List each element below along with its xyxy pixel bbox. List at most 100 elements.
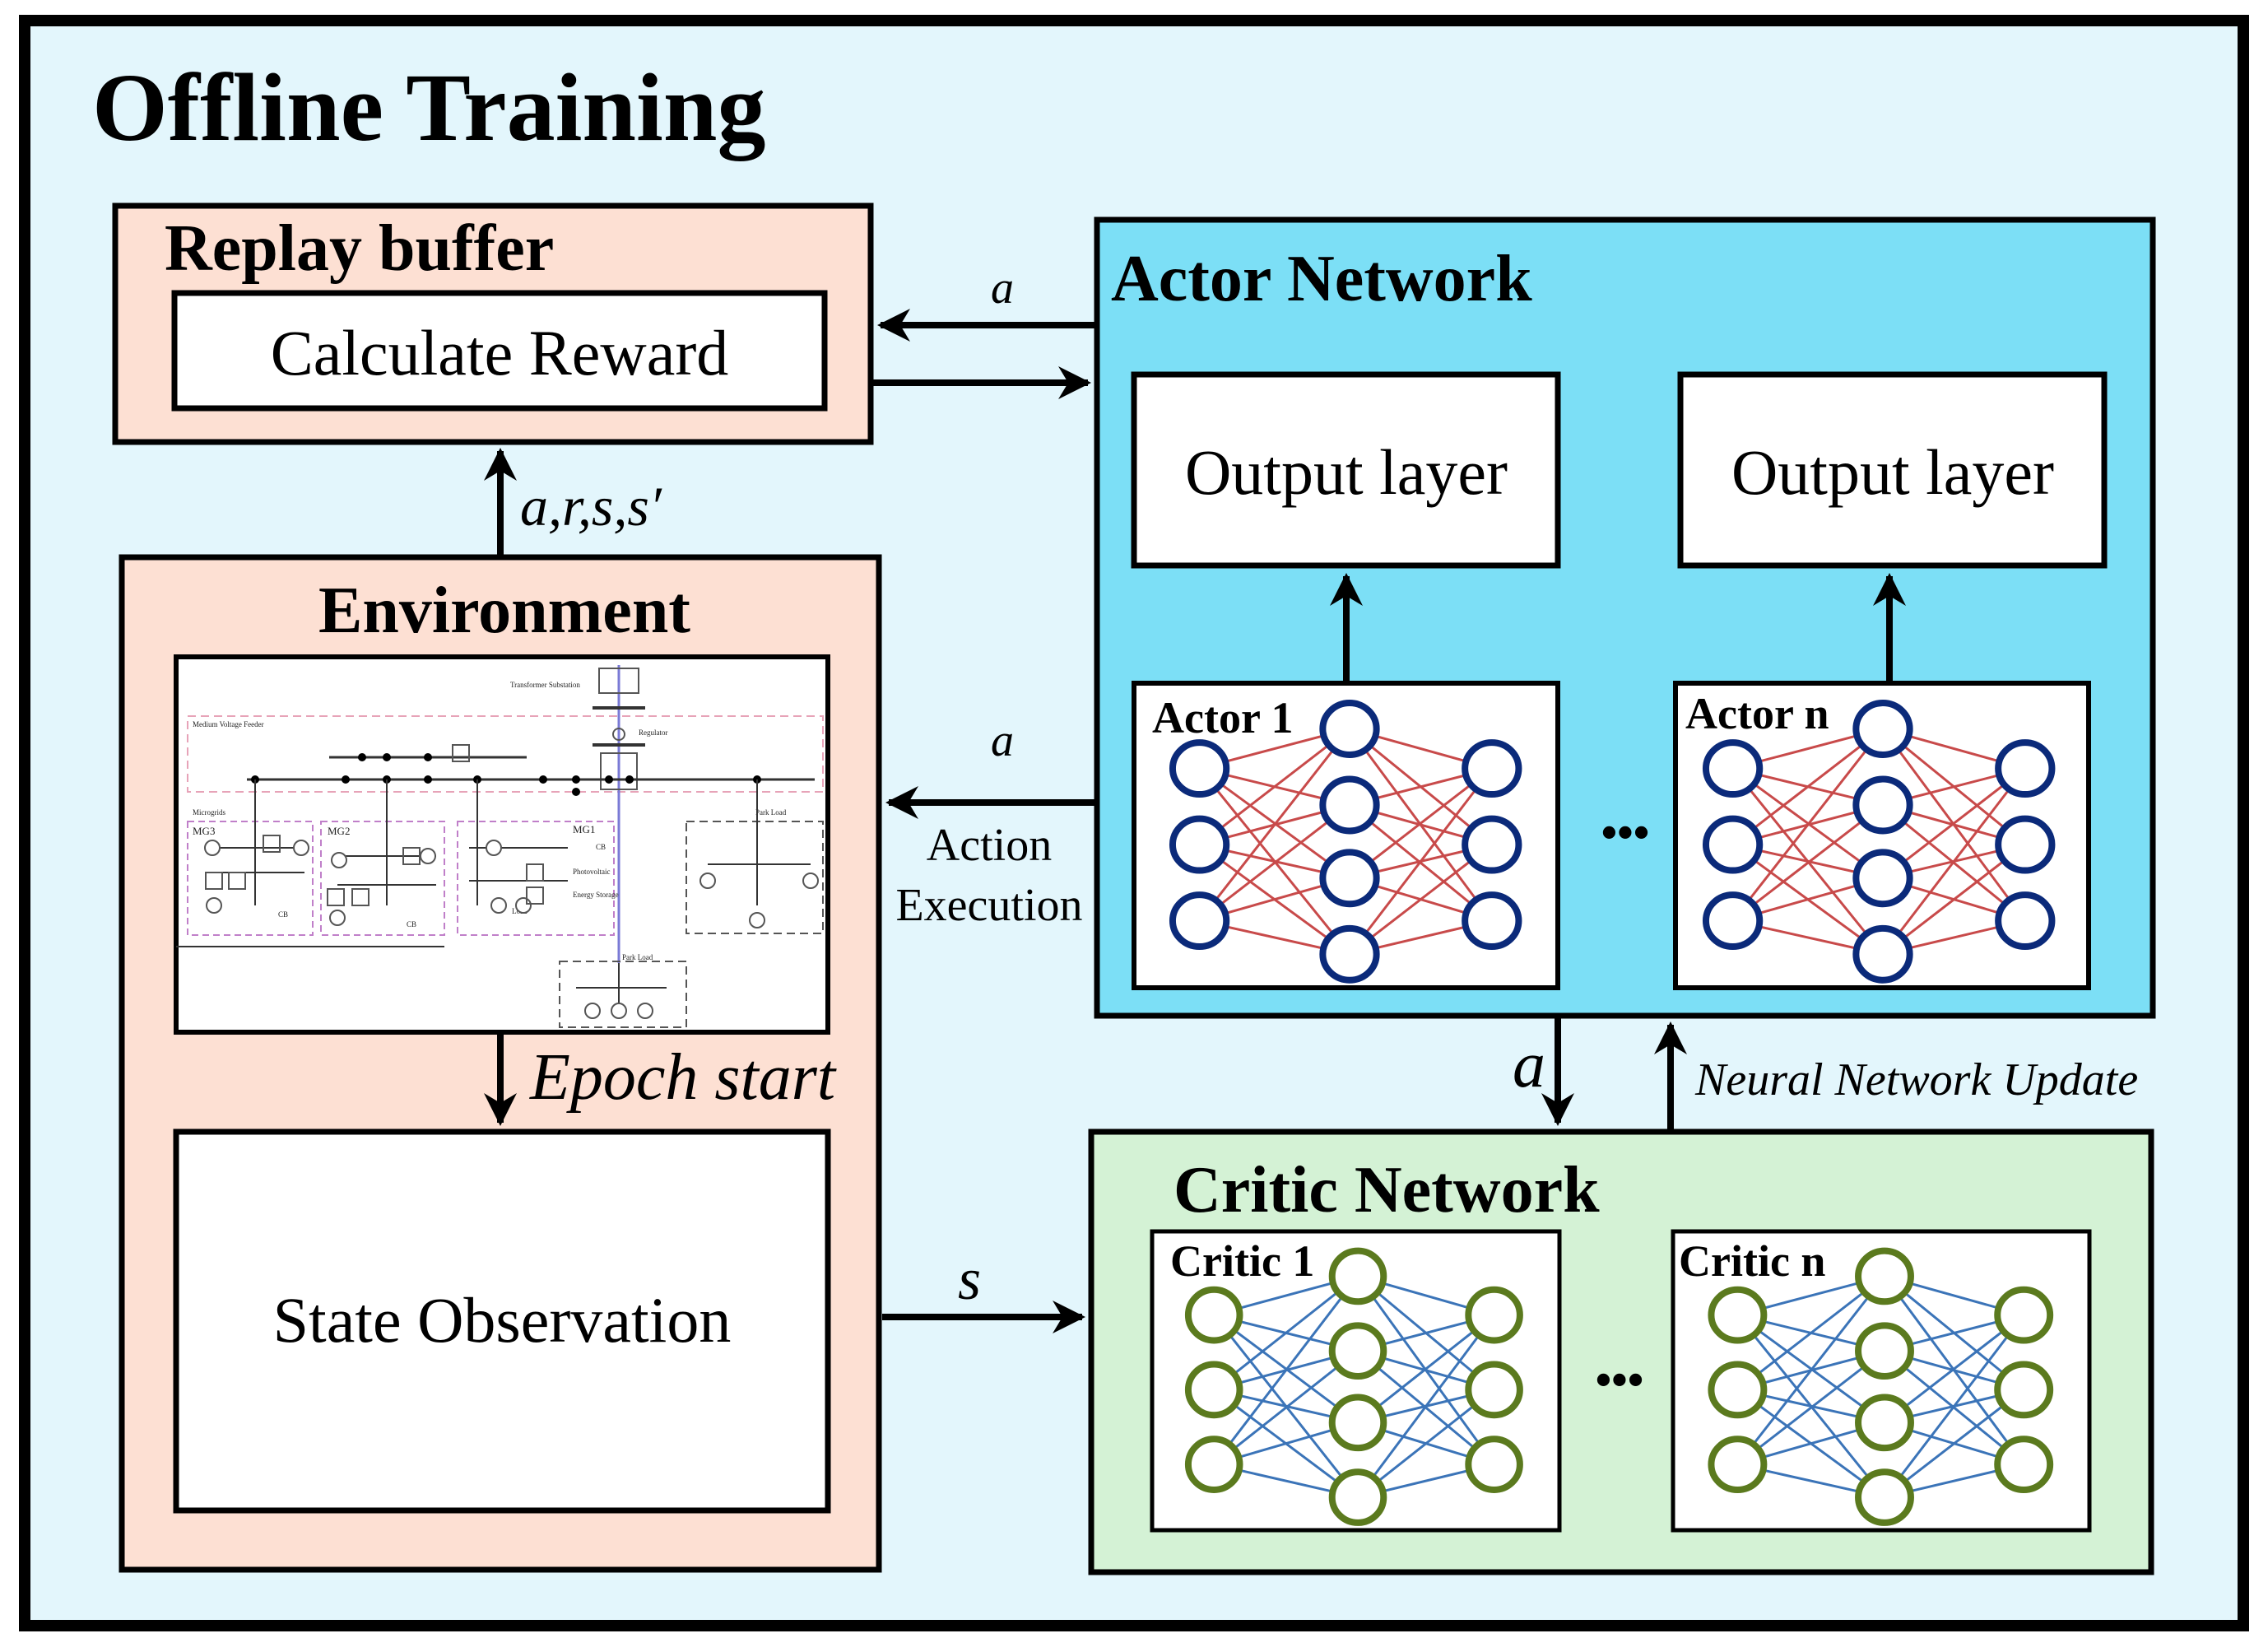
critic-1-node [1328,1322,1387,1380]
actor-n-node [1852,924,1913,984]
actor-ellipsis: ••• [1601,807,1650,859]
actor-n-node [1852,700,1913,758]
critic-n-node [1994,1436,2054,1493]
actor-n-connection [1882,767,2026,879]
edge-label-epoch-start: Epoch start [529,1041,837,1114]
critic-1-connection [1356,1314,1495,1498]
critic-n-node [1708,1286,1768,1344]
actor-n-node [1702,739,1764,798]
critic-n-node [1855,1468,1914,1526]
actor-n-node [1702,815,1764,874]
grid-label-microgrids: Microgrids [193,808,225,817]
grid-label-cb-3: CB [596,843,606,851]
critic-n-node [1708,1361,1768,1419]
actor-n-node [1702,891,1764,951]
actor-1-connection [1198,728,1351,922]
edge-label-actor-to-env: a [991,715,1014,766]
actor-1-node [1169,891,1230,951]
actor-1-node [1462,891,1522,951]
critic-1-node [1465,1436,1523,1493]
calculate-reward-box [171,290,828,412]
critic-1-node [1328,1468,1387,1526]
critic-n-node [1855,1322,1914,1380]
actor-n-node [1995,891,2056,951]
grid-label-park-load-2: Park Load [622,953,653,961]
edge-label-actor-to-buffer: a [991,263,1014,314]
edge-label-nn-update: Neural Network Update [1694,1054,2138,1105]
critic-ellipsis: ••• [1596,1355,1644,1406]
actor-1-connection [1349,767,1493,879]
actor-output-layer-n [1677,371,2108,569]
critic-n-node [1855,1247,1914,1305]
actor-1-node [1319,924,1380,984]
edges [484,309,1687,1333]
critic-n-connection [1736,1275,1886,1466]
actor-n-connection [1731,728,1885,922]
replay-buffer-title: Replay buffer [165,212,554,285]
page-title: Offline Training [92,54,765,161]
critic-1-node [1184,1286,1243,1344]
actor-1-label: Actor 1 [1152,693,1293,742]
edge-label-buffer-from-env: a,r,s,s′ [520,475,662,537]
actor-1-connection [1198,803,1350,922]
critic-n-node [1855,1394,1914,1452]
grid-label-mg2: MG2 [328,825,350,837]
actor-1-node [1319,700,1380,758]
grid-label-transformer: Transformer Substation [510,681,580,689]
critic-n-connection [1736,1350,1885,1466]
critic-1-net [1184,1247,1523,1526]
critic-1-node [1328,1247,1387,1305]
actor-n-label: Actor n [1685,689,1829,738]
critic-1-node [1465,1361,1523,1419]
actor-output-layer-1 [1131,371,1561,569]
edge-label-actor-to-critic: a [1513,1029,1545,1101]
actor-n-connection [1881,767,2026,956]
grid-label-feeder: Medium Voltage Feeder [193,720,264,728]
critic-n-net [1708,1247,2054,1526]
actor-n-node [1995,739,2056,798]
actor-n-node [1995,815,2056,874]
critic-1-node [1184,1361,1243,1419]
critic-1-connection [1213,1275,1359,1466]
critic-1-node [1184,1436,1243,1493]
power-grid-schematic: Transformer Substation Medium Voltage Fe… [174,654,830,1035]
critic-1-node [1465,1286,1523,1344]
critic-1-connection [1213,1275,1359,1391]
critic-n-connection [1883,1314,2025,1498]
grid-label-energy-storage: Energy Storage [573,891,619,899]
actor-1-connection [1348,767,1493,956]
critic-1-connection [1357,1314,1495,1424]
actor-network-box: Actor Network Output layer Output layer … [1094,216,2156,1019]
actor-1-node [1319,849,1380,908]
grid-label-photovoltaic: Photovoltaic [573,868,611,876]
critic-1-label: Critic 1 [1170,1236,1314,1286]
edge-label-action-execution-1: Action [927,820,1052,871]
actor-n-connection [1731,803,1884,922]
grid-label-cb-2: CB [407,920,416,928]
environment-box: Environment Transformer Substation Mediu… [119,554,882,1573]
critic-1-node [1328,1394,1387,1452]
actor-n-connection [1731,728,1884,846]
critic-n-connection [1736,1275,1885,1391]
critic-network-title: Critic Network [1174,1154,1600,1226]
critic-1-connection [1213,1350,1359,1466]
actor-n-node [1852,849,1913,908]
actor-1-node [1462,815,1522,874]
actor-1-net [1169,700,1522,984]
replay-buffer-box: Replay buffer Calculate Reward [112,202,874,445]
actor-output-layer-1-label: Output layer [1185,436,1508,508]
edge-label-action-execution-2: Execution [895,880,1082,931]
edge-label-state-to-critic: s [958,1246,981,1312]
actor-1-connection [1198,728,1350,846]
grid-label-mg1: MG1 [573,823,595,835]
grid-label-cb-1: CB [278,910,288,919]
critic-1-connection [1357,1389,1495,1499]
critic-n-connection [1884,1389,2025,1499]
actor-n-connection [1882,843,2026,956]
grid-label-regulator: Regulator [639,728,668,737]
actor-1-node [1169,739,1230,798]
grid-label-park-load-1: Park Load [755,808,787,817]
actor-1-connection [1349,843,1493,956]
critic-network-box: Critic Network Critic 1 Critic n ••• [1088,1128,2154,1575]
